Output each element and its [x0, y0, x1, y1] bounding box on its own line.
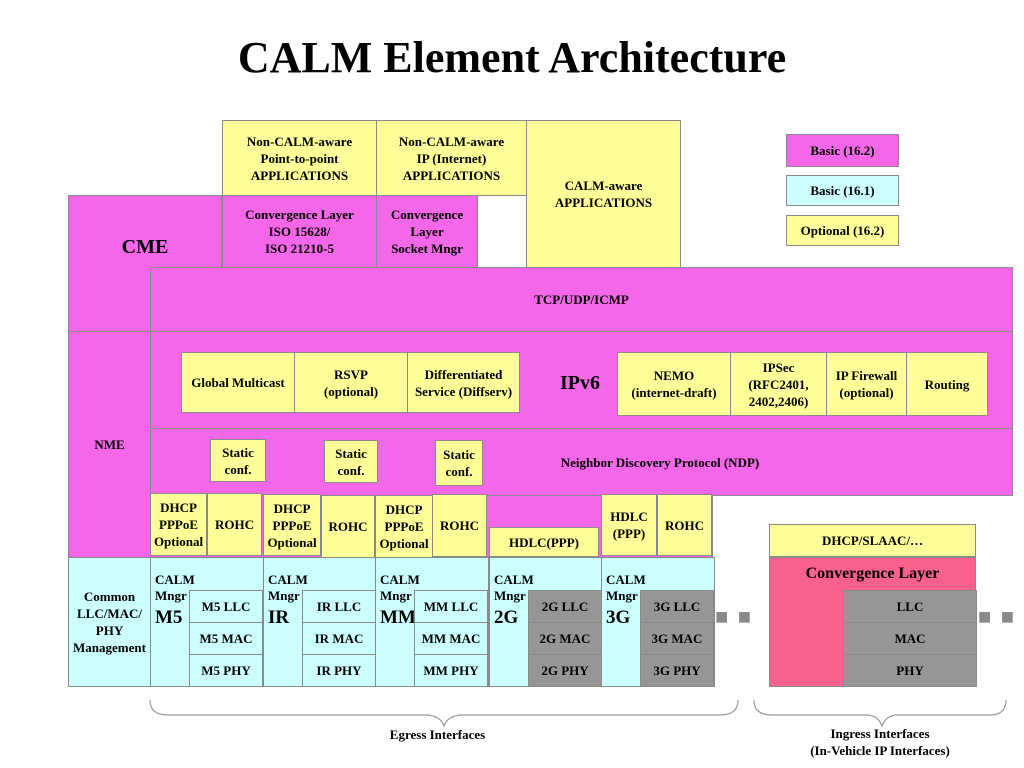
phy-m5: M5 PHY	[189, 654, 263, 687]
ellipsis-egress: ■ ■	[715, 604, 754, 629]
rsvp: RSVP (optional)	[294, 352, 408, 413]
dhcp-slaac: DHCP/SLAAC/…	[769, 524, 976, 557]
egress-label: Egress Interfaces	[389, 726, 486, 742]
calm-mngr-label: CALM Mngr	[268, 572, 308, 603]
ingress-phy: PHY	[843, 654, 977, 687]
app-non-calm-ptp: Non-CALM-aware Point-to-point APPLICATIO…	[222, 120, 377, 196]
llc-3g: 3G LLC	[640, 590, 714, 623]
calm-mngr-label: CALM Mngr	[380, 572, 420, 603]
rohc-mm: ROHC	[432, 494, 487, 557]
rohc-3g: ROHC	[657, 494, 712, 556]
dhcp-mm: DHCP PPPoE Optional	[375, 495, 433, 558]
hdlc-ppp-3g: HDLC (PPP)	[601, 494, 657, 556]
mac-ir: IR MAC	[302, 622, 376, 655]
calm-mngr-label: CALM Mngr	[494, 572, 534, 603]
media-tag: 3G	[606, 607, 631, 628]
ellipsis-ingress: ■ ■	[978, 604, 1017, 629]
hdlc-ppp-2g: HDLC(PPP)	[489, 527, 599, 557]
ipv6-label: IPv6	[560, 372, 600, 394]
mac-mm: MM MAC	[414, 622, 488, 655]
convergence-socket: Convergence Layer Socket Mngr	[376, 195, 478, 268]
egress-brace	[149, 699, 739, 728]
app-calm-aware: CALM-aware APPLICATIONS	[526, 120, 681, 268]
llc-mm: MM LLC	[414, 590, 488, 623]
rohc-m5: ROHC	[207, 493, 262, 556]
ingress-llc: LLC	[843, 590, 977, 623]
ingress-convergence-label: Convergence Layer	[805, 564, 940, 582]
media-tag: MM	[380, 607, 416, 628]
cme-label: CME	[121, 236, 169, 258]
phy-3g: 3G PHY	[640, 654, 714, 687]
media-tag: 2G	[494, 607, 519, 628]
tcp-udp-icmp: TCP/UDP/ICMP	[150, 267, 1013, 332]
dhcp-m5: DHCP PPPoE Optional	[150, 493, 207, 556]
routing: Routing	[906, 352, 988, 416]
media-tag: IR	[268, 607, 290, 628]
ndp-area	[150, 428, 1013, 496]
legend-optional-16-2: Optional (16.2)	[786, 215, 899, 246]
convergence-iso: Convergence Layer ISO 15628/ ISO 21210-5	[222, 195, 377, 268]
llc-m5: M5 LLC	[189, 590, 263, 623]
diffserv: Differentiated Service (Diffserv)	[407, 352, 520, 413]
global-multicast: Global Multicast	[181, 352, 295, 413]
mac-m5: M5 MAC	[189, 622, 263, 655]
static-conf-3: Static conf.	[435, 440, 483, 486]
static-conf-1: Static conf.	[210, 439, 266, 482]
calm-mngr-label: CALM Mngr	[155, 572, 195, 603]
phy-mm: MM PHY	[414, 654, 488, 687]
legend-basic-16-2: Basic (16.2)	[786, 134, 899, 167]
phy-ir: IR PHY	[302, 654, 376, 687]
static-conf-2: Static conf.	[324, 440, 378, 483]
page-title: CALM Element Architecture	[237, 33, 787, 82]
ipsec: IPSec (RFC2401, 2402,2406)	[730, 352, 827, 416]
dhcp-ir: DHCP PPPoE Optional	[263, 494, 321, 556]
ingress-mac: MAC	[843, 622, 977, 655]
ndp-label: Neighbor Discovery Protocol (NDP)	[560, 454, 760, 470]
ingress-brace	[753, 699, 1007, 728]
mac-2g: 2G MAC	[528, 622, 602, 655]
phy-2g: 2G PHY	[528, 654, 602, 687]
legend-basic-16-1: Basic (16.1)	[786, 175, 899, 206]
ingress-label: Ingress Interfaces (In-Vehicle IP Interf…	[810, 726, 950, 758]
calm-mngr-label: CALM Mngr	[606, 572, 646, 603]
media-tag: M5	[155, 607, 183, 628]
